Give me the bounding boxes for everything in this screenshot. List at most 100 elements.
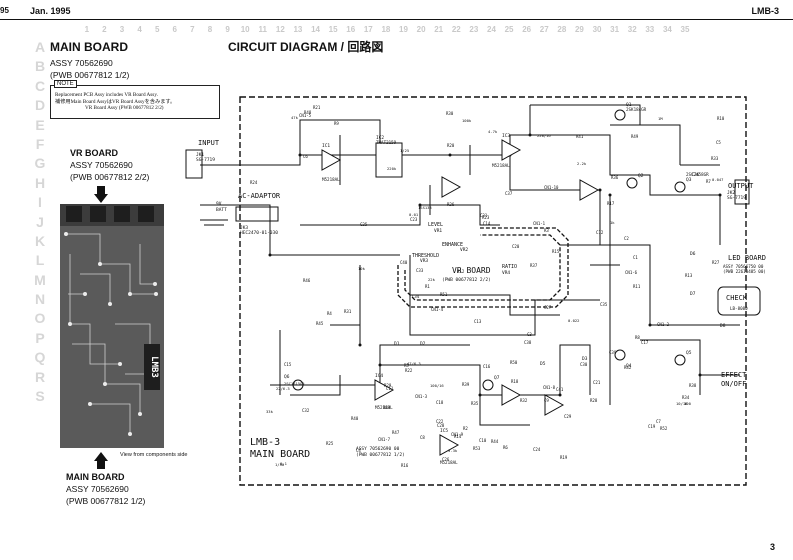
q2-ref: Q2: [638, 173, 644, 179]
capacitor-ref: C8: [420, 435, 425, 440]
grid-letter: A: [34, 39, 46, 55]
capacitor-ref: C37: [505, 191, 513, 196]
resistor-ref: R14: [454, 434, 462, 439]
resistor-ref: R53: [473, 446, 481, 451]
grid-number: 21: [434, 25, 444, 34]
component-value: 100: [684, 401, 692, 406]
capacitor-ref: C40: [400, 260, 408, 265]
resistor-ref: R2: [463, 426, 468, 431]
opamp-ic1b: [441, 176, 462, 198]
resistor-ref: R29: [384, 383, 392, 388]
grid-number: 4: [137, 25, 142, 34]
opamp-ic4b: [501, 384, 522, 406]
schematic-board-sub: MAIN BOARD: [250, 449, 310, 460]
resistor-ref: R50: [510, 360, 518, 365]
ratio-label: RATIO: [502, 264, 517, 270]
ic1-ref: IC1: [322, 143, 330, 149]
connector-ref: CN1-1: [533, 221, 546, 226]
onoff-label: ON/OFF: [721, 380, 746, 388]
vr2-ref: VR2: [460, 247, 468, 253]
capacitor-ref: C27: [544, 305, 552, 310]
opamp-ic3: [501, 139, 522, 161]
ic2-part: THAT2159: [376, 140, 397, 145]
resistor-ref: R48: [304, 110, 312, 115]
adaptor-jack-symbol: [235, 206, 279, 222]
capacitor-ref: C12: [596, 230, 604, 235]
grid-number: 32: [627, 25, 637, 34]
grid-number: 13: [293, 25, 303, 34]
grid-number: 18: [381, 25, 391, 34]
connector-ref: CN1-3: [415, 394, 428, 399]
q1-part: 2SK184GR: [626, 107, 647, 112]
grid-letter: M: [34, 271, 46, 288]
q6-ref: Q6: [284, 374, 290, 380]
resistor-ref: R12: [457, 269, 465, 274]
battery-symbol: [200, 219, 228, 226]
resistor-ref: R30: [446, 111, 454, 116]
grid-letter: R: [34, 368, 46, 385]
resistor-ref: R31: [344, 309, 352, 314]
q7-ref: Q7: [494, 375, 500, 381]
header-model: LMB-3: [751, 6, 780, 16]
vr4-ref: VR4: [502, 270, 510, 276]
grid-letter: J: [36, 213, 44, 230]
input-label: INPUT: [198, 139, 220, 147]
circuit-schematic: INPUT JK1 SG-7719 9V BATT AC-ADAPTOR JK3…: [185, 96, 766, 486]
check-led-part: LB-8080: [730, 306, 748, 311]
capacitor-ref: C24: [533, 447, 541, 452]
grid-number: 26: [522, 25, 532, 34]
transistor-q3: [674, 181, 686, 193]
q1-ref: Q1: [626, 102, 632, 108]
grid-number: 7: [190, 25, 195, 34]
vr-board-outline: [397, 227, 569, 308]
grid-letter: B: [34, 58, 46, 75]
component-value: 22k: [428, 277, 436, 282]
capacitor-ref: C10: [479, 438, 487, 443]
capacitor-ref: C35: [600, 302, 608, 307]
opamp-ic5b: [544, 394, 565, 416]
bottom-main-board-assy: ASSY 70562690: [66, 484, 129, 494]
grid-number: 1: [84, 25, 90, 34]
ic3-part: M5218AL: [492, 163, 510, 168]
grid-number: 8: [207, 25, 213, 34]
input-jack-ref: JK1: [196, 152, 204, 158]
note-line-2: 補修用Main Board AssyはVR Board Assyを含みます。: [55, 98, 176, 105]
output-jack-part: SG-7719: [727, 195, 746, 201]
resistor-ref: R26: [447, 202, 455, 207]
d3-ref: D3: [582, 356, 588, 362]
resistor-ref: R47: [392, 430, 400, 435]
capacitor-ref: C7: [656, 419, 661, 424]
resistor-ref: R27: [712, 260, 720, 265]
resistor-ref: R17: [607, 201, 615, 206]
d7-ref: D7: [690, 291, 696, 297]
resistor-ref: R11: [633, 284, 641, 289]
grid-number: 27: [539, 25, 549, 34]
capacitor-ref: C9: [544, 398, 549, 403]
main-board-pwb: (PWB 00677812 1/2): [50, 70, 130, 80]
grid-number: 34: [662, 25, 672, 34]
component-value: 1/50: [275, 462, 285, 467]
grid-number: 25: [504, 25, 514, 34]
vr-board-label: VR BOARD: [452, 266, 491, 275]
component-value: 4.7k: [488, 129, 498, 134]
ic2-body: [375, 142, 403, 178]
resistor-ref: R19: [560, 455, 568, 460]
grid-letter: O: [34, 310, 46, 327]
resistor-ref: R41: [576, 134, 584, 139]
adaptor-jack-part: HEC2470-01-030: [240, 230, 278, 236]
opamp-ic1: [321, 149, 342, 171]
connector-ref: CN1-9: [451, 432, 464, 437]
capacitor-ref: C3: [527, 332, 532, 337]
resistor-ref: R33: [711, 156, 719, 161]
resistor-ref: R5: [404, 363, 409, 368]
schematic-main-assy: ASSY 70562690 00: [356, 446, 400, 452]
resistor-ref: R46: [303, 278, 311, 283]
resistor-ref: R20: [447, 143, 455, 148]
resistor-ref: R21: [313, 105, 321, 110]
capacitor-ref: C23: [410, 217, 418, 222]
grid-letter: P: [35, 329, 45, 346]
transistor-q4: [614, 349, 626, 361]
pcb-photo: [60, 204, 164, 448]
